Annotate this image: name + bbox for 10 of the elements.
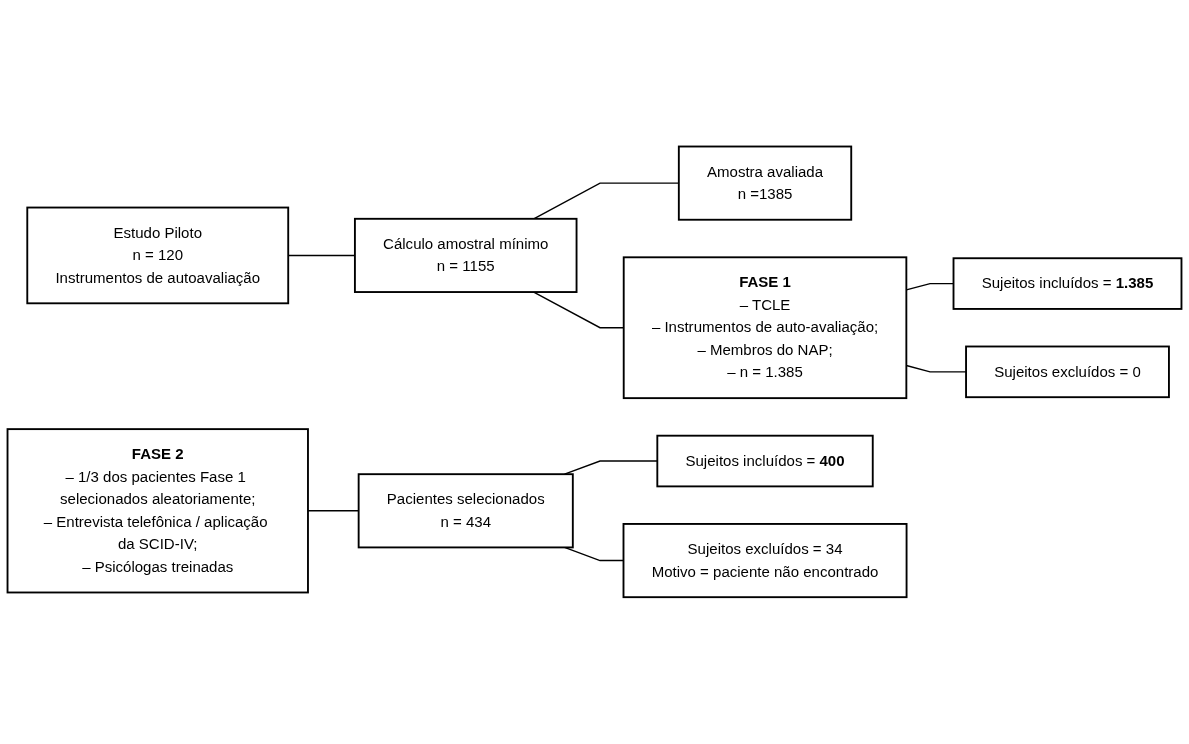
node-box: FASE 1 – TCLE – Instrumentos de auto-avaliação; – Membros do NAP; – n = 1.385: [622, 256, 908, 400]
node-box: Sujeitos excluídos = 0: [965, 345, 1170, 399]
node-box: Sujeitos excluídos = 34 Motivo = paciente não encontrado: [622, 523, 908, 599]
node-box: Sujeitos incluídos = 400: [656, 434, 874, 488]
node-box: Estudo Piloto n = 120 Instrumentos de autoavaliação: [26, 206, 290, 305]
node-box: Amostra avaliada n =1385: [677, 145, 853, 221]
node-box: FASE 2 – 1/3 dos pacientes Fase 1 selecionados aleatoriamente; – Entrevista telefônica / aplicação da SCID-IV; – Psicólogas treinadas: [6, 428, 309, 594]
node-box: Pacientes selecionados n = 434: [357, 473, 574, 549]
node-box: Cálculo amostral mínimo n = 1155: [354, 218, 578, 294]
node-box: Sujeitos incluídos = 1.385: [952, 257, 1183, 311]
